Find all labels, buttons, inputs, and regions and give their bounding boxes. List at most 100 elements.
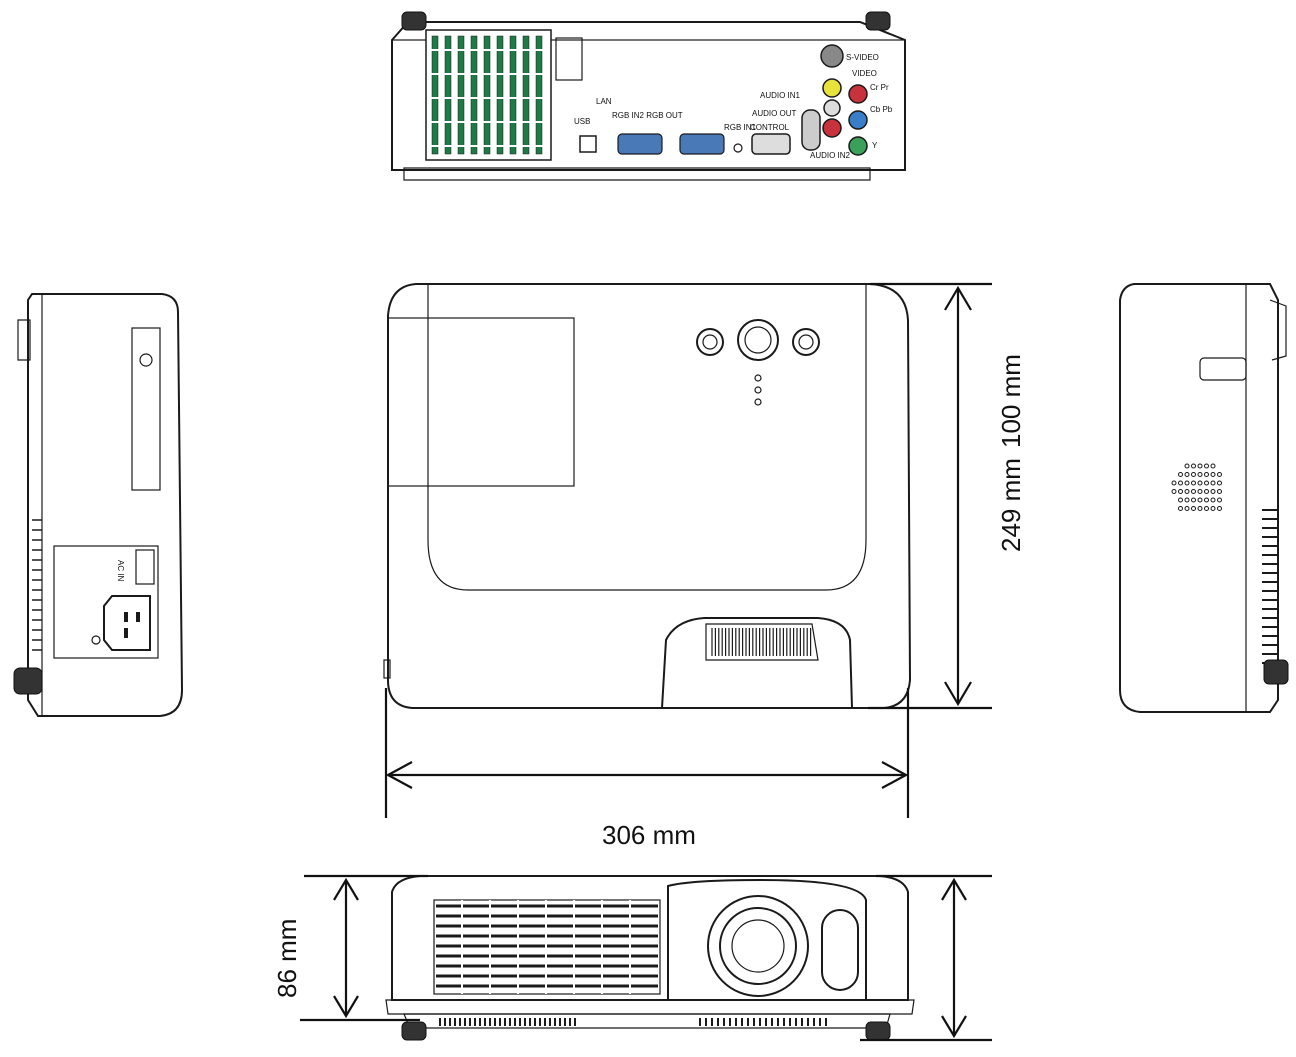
- label-cb-pb: Cb Pb: [870, 105, 893, 114]
- rear-vent-slat: [470, 35, 478, 155]
- front-view: [385, 875, 915, 1041]
- security-slot-icon: [733, 143, 743, 153]
- rear-foot-left: [401, 11, 427, 31]
- usb-port-icon: [579, 135, 597, 153]
- front-lens-inner: [719, 907, 797, 985]
- rear-vent-slat: [535, 35, 543, 155]
- speaker-hole: [1197, 472, 1203, 477]
- speaker-hole: [1184, 480, 1190, 486]
- rgb-in1-port-icon: [679, 133, 725, 155]
- label-rgb-in2-out: RGB IN2 RGB OUT: [612, 111, 683, 120]
- video-jack-icon: [822, 78, 842, 98]
- label-usb: USB: [574, 117, 590, 126]
- speaker-hole: [1191, 489, 1196, 494]
- cb-jack-icon: [848, 110, 868, 130]
- top-button-left: [696, 328, 724, 356]
- top-lamp-door: [387, 317, 575, 487]
- speaker-hole: [1171, 489, 1177, 494]
- rear-vent-slat: [457, 35, 465, 155]
- speaker-hole: [1210, 497, 1216, 503]
- top-button-right: [792, 328, 820, 356]
- indicator-led-2: [754, 386, 762, 394]
- rear-vent-slat: [496, 35, 504, 155]
- lamp-cover-door: [131, 327, 161, 491]
- speaker-hole: [1184, 497, 1190, 503]
- label-lan: LAN: [596, 97, 612, 106]
- speaker-hole: [1178, 506, 1183, 511]
- rgb-in2-port-icon: [617, 133, 663, 155]
- control-port-icon: [751, 133, 791, 155]
- speaker-hole: [1217, 489, 1222, 494]
- speaker-hole: [1204, 506, 1209, 511]
- rear-vent-slat: [522, 35, 530, 155]
- speaker-hole: [1210, 506, 1216, 511]
- rear-foot-right: [865, 11, 891, 31]
- right-foot: [1263, 659, 1289, 685]
- speaker-hole: [1197, 463, 1203, 469]
- rear-vent-grille: [425, 29, 552, 161]
- front-lens-outer: [707, 895, 809, 997]
- label-control: CONTROL: [750, 123, 790, 132]
- speaker-hole: [1178, 472, 1183, 477]
- speaker-hole: [1197, 506, 1203, 511]
- front-foot-left: [401, 1021, 427, 1041]
- speaker-hole: [1210, 463, 1216, 469]
- speaker-hole: [1171, 480, 1177, 486]
- top-view: [383, 283, 912, 709]
- rear-vent-slat: [431, 35, 439, 155]
- speaker-hole: [1184, 472, 1190, 477]
- right-side-handle: [1199, 357, 1247, 381]
- speaker-hole: [1191, 472, 1196, 477]
- depth-dimension-label: 249 mm: [996, 458, 1026, 552]
- speaker-hole: [1197, 497, 1203, 503]
- label-cr-pr: Cr Pr: [870, 83, 889, 92]
- label-rgb-in1: RGB IN1: [724, 123, 757, 132]
- speaker-hole: [1204, 489, 1209, 494]
- front-foot-right: [865, 1021, 891, 1041]
- rear-vent-slat: [509, 35, 517, 155]
- speaker-hole: [1204, 480, 1209, 486]
- audio-in2-l-jack-icon: [823, 99, 841, 117]
- label-audio-out: AUDIO OUT: [752, 109, 797, 118]
- speaker-hole: [1217, 472, 1222, 477]
- speaker-hole: [1184, 463, 1190, 469]
- speaker-hole: [1191, 506, 1196, 511]
- speaker-hole: [1217, 506, 1222, 511]
- label-audio-in1: AUDIO IN1: [760, 91, 801, 100]
- y-jack-icon: [848, 136, 868, 156]
- dimension-front-height: [300, 874, 428, 1022]
- front-height-dimension-label: 86 mm: [272, 919, 302, 998]
- indicator-led-1: [754, 374, 762, 382]
- speaker-hole: [1197, 489, 1203, 494]
- label-video: VIDEO: [852, 69, 877, 78]
- speaker-hole: [1191, 463, 1196, 469]
- speaker-grille: [1171, 463, 1222, 511]
- left-foot: [13, 667, 43, 695]
- left-side-view: AC IN: [13, 293, 184, 717]
- ac-inlet-icon: [103, 595, 151, 651]
- dimension-total-height: [860, 874, 992, 1042]
- dimension-width: [384, 688, 910, 818]
- speaker-hole: [1204, 472, 1209, 477]
- speaker-hole: [1217, 497, 1222, 503]
- speaker-hole: [1217, 480, 1222, 486]
- rear-vent-slat: [483, 35, 491, 155]
- rear-view: S-VIDEO VIDEO Cr Pr Cb Pb Y AUDIO IN2 AU…: [391, 11, 906, 181]
- speaker-hole: [1191, 480, 1196, 486]
- speaker-hole: [1197, 480, 1203, 486]
- speaker-hole: [1210, 489, 1216, 494]
- dimension-depth: [868, 282, 992, 710]
- indicator-led-3: [754, 398, 762, 406]
- top-button-center: [737, 319, 779, 361]
- s-video-port-icon: [820, 44, 844, 68]
- speaker-hole: [1191, 497, 1196, 503]
- label-audio-in2: AUDIO IN2: [810, 151, 851, 160]
- speaker-hole: [1210, 472, 1216, 477]
- top-lens-housing: [661, 617, 853, 709]
- audio-jacks-icon: [801, 109, 821, 151]
- width-dimension-label: 306 mm: [602, 820, 696, 850]
- power-switch-icon: [135, 549, 155, 585]
- right-side-view: [1119, 283, 1289, 713]
- speaker-hole: [1184, 506, 1190, 511]
- speaker-hole: [1178, 489, 1183, 494]
